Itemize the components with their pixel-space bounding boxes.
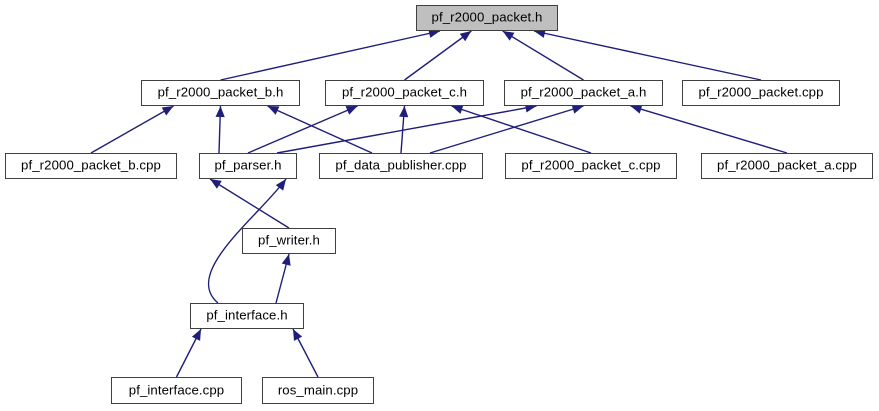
graph-edge-pf_interface_h-to-pf_writer_h: [275, 253, 291, 304]
edge-arrowhead: [630, 104, 643, 114]
graph-edge-pf_interface_cpp-to-pf_interface_h: [175, 328, 202, 378]
graph-edge-pf_data_publisher_cpp-to-pf_r2000_packet_c_h: [399, 105, 409, 154]
graph-edge-pf_r2000_packet_a_cpp-to-pf_r2000_packet_a_h: [630, 104, 788, 154]
graph-node-label: pf_interface.h: [206, 307, 288, 323]
graph-node-pf_r2000_packet_a_h[interactable]: pf_r2000_packet_a.h: [504, 80, 663, 106]
graph-node-label: pf_r2000_packet_c.h: [341, 84, 468, 100]
graph-edge-pf_r2000_packet_cpp-to-pf_r2000_packet_h: [533, 28, 762, 81]
graph-node-ros_main_cpp[interactable]: ros_main.cpp: [262, 377, 374, 404]
graph-node-label: pf_data_publisher.cpp: [335, 157, 467, 173]
graph-node-label: pf_r2000_packet_a.h: [520, 84, 647, 100]
graph-edge-pf_r2000_packet_c_h-to-pf_r2000_packet_h: [404, 30, 472, 81]
graph-edge-pf_data_publisher_cpp-to-pf_r2000_packet_b_h: [267, 105, 373, 154]
graph-edge-pf_parser_h-to-pf_r2000_packet_c_h: [247, 105, 358, 154]
graph-node-pf_r2000_packet_c_h[interactable]: pf_r2000_packet_c.h: [325, 80, 484, 106]
graph-edge-pf_writer_h-to-pf_parser_h: [209, 178, 290, 229]
graph-node-label: pf_r2000_packet.cpp: [698, 84, 824, 100]
edge-arrowhead: [502, 31, 515, 41]
graph-node-label: pf_r2000_packet.h: [431, 9, 543, 25]
graph-node-label: pf_r2000_packet_b.h: [157, 84, 284, 100]
graph-node-pf_r2000_packet_h[interactable]: pf_r2000_packet.h: [416, 5, 558, 31]
edge-arrowhead: [451, 105, 464, 114]
graph-node-pf_writer_h[interactable]: pf_writer.h: [242, 228, 336, 254]
graph-node-pf_r2000_packet_c_cpp[interactable]: pf_r2000_packet_c.cpp: [505, 153, 677, 179]
graph-node-pf_r2000_packet_b_h[interactable]: pf_r2000_packet_b.h: [141, 80, 300, 106]
graph-node-label: pf_r2000_packet_c.cpp: [521, 157, 661, 173]
graph-edge-pf_r2000_packet_b_h-to-pf_r2000_packet_h: [220, 28, 441, 81]
graph-node-pf_data_publisher_cpp[interactable]: pf_data_publisher.cpp: [319, 153, 483, 179]
graph-node-pf_interface_cpp[interactable]: pf_interface.cpp: [111, 377, 242, 404]
graph-node-pf_parser_h[interactable]: pf_parser.h: [199, 153, 297, 179]
edge-arrowhead: [399, 106, 409, 118]
graph-node-pf_r2000_packet_a_cpp[interactable]: pf_r2000_packet_a.cpp: [701, 153, 873, 179]
edge-arrowhead: [161, 106, 174, 116]
graph-node-label: pf_parser.h: [214, 157, 282, 173]
graph-node-label: ros_main.cpp: [277, 382, 359, 398]
edge-arrowhead: [215, 106, 225, 118]
graph-edge-pf_parser_h-to-pf_r2000_packet_a_h: [276, 103, 537, 154]
graph-edge-pf_data_publisher_cpp-to-pf_r2000_packet_a_h: [429, 104, 584, 154]
edge-arrowhead: [293, 329, 303, 341]
edge-arrowhead: [275, 179, 286, 191]
graph-node-pf_interface_h[interactable]: pf_interface.h: [190, 303, 304, 329]
graph-node-label: pf_writer.h: [258, 232, 320, 248]
graph-node-pf_r2000_packet_cpp[interactable]: pf_r2000_packet.cpp: [682, 80, 840, 106]
edge-arrowhead: [281, 254, 291, 266]
edge-arrowhead: [571, 104, 584, 114]
graph-edge-pf_r2000_packet_a_h-to-pf_r2000_packet_h: [502, 30, 584, 81]
graph-edge-pf_parser_h-to-pf_r2000_packet_b_h: [215, 105, 225, 154]
edge-arrowhead: [345, 106, 358, 115]
edge-arrowhead: [191, 329, 201, 341]
edge-arrowhead: [210, 179, 222, 189]
edge-arrowhead: [267, 106, 280, 115]
graph-node-pf_r2000_packet_b_cpp[interactable]: pf_r2000_packet_b.cpp: [5, 153, 177, 179]
graph-node-label: pf_interface.cpp: [128, 382, 225, 398]
graph-edge-pf_r2000_packet_c_cpp-to-pf_r2000_packet_c_h: [451, 105, 592, 154]
graph-node-label: pf_r2000_packet_b.cpp: [21, 157, 161, 173]
edge-arrowhead: [459, 31, 472, 42]
graph-edge-ros_main_cpp-to-pf_interface_h: [292, 328, 319, 378]
graph-edge-pf_r2000_packet_b_cpp-to-pf_r2000_packet_b_h: [90, 105, 174, 154]
graph-node-label: pf_r2000_packet_a.cpp: [717, 157, 857, 173]
